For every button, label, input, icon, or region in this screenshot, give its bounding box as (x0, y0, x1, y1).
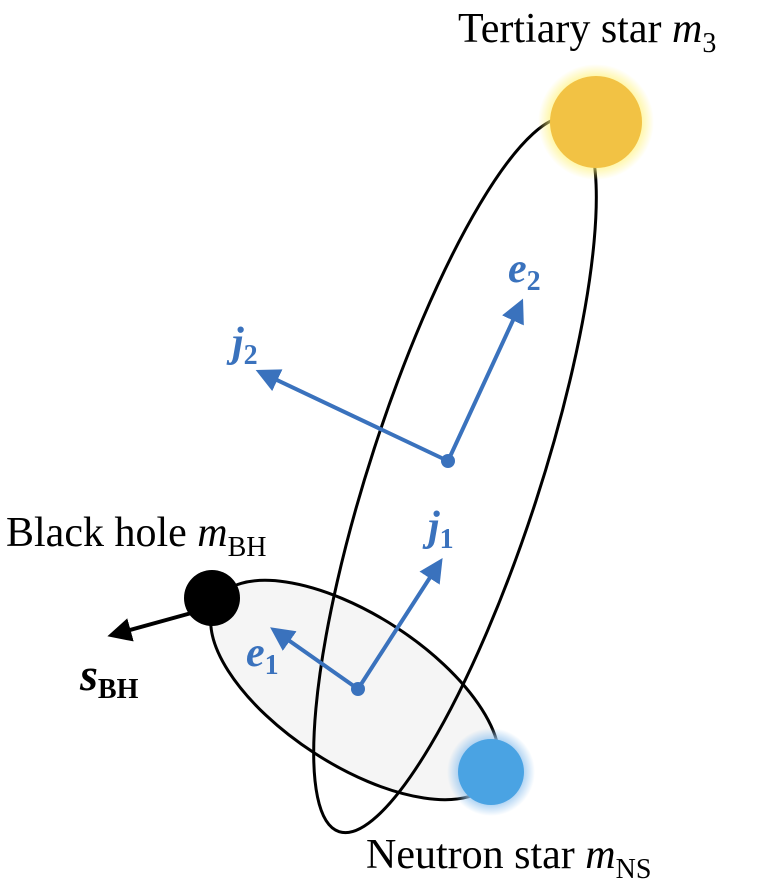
e1-label: e1 (246, 630, 279, 681)
j2-label: j2 (226, 320, 258, 371)
neutron-star-label: Neutron star mNS (366, 832, 651, 885)
j2-vector-arrow (255, 369, 449, 463)
tertiary-star (550, 76, 642, 168)
spin-vector-arrow (107, 610, 196, 642)
neutron-star (458, 739, 524, 805)
black-hole-label: Black hole mBH (6, 510, 267, 563)
black-hole (184, 570, 240, 626)
e2-label: e2 (508, 246, 541, 297)
tertiary-star-label: Tertiary star m3 (458, 6, 716, 59)
sbh-label: sBH (79, 649, 139, 705)
j1-vector-arrow (356, 557, 443, 691)
e1-vector-arrow (270, 627, 360, 691)
e2-vector-arrow (446, 298, 524, 462)
j1-label: j1 (422, 504, 454, 555)
